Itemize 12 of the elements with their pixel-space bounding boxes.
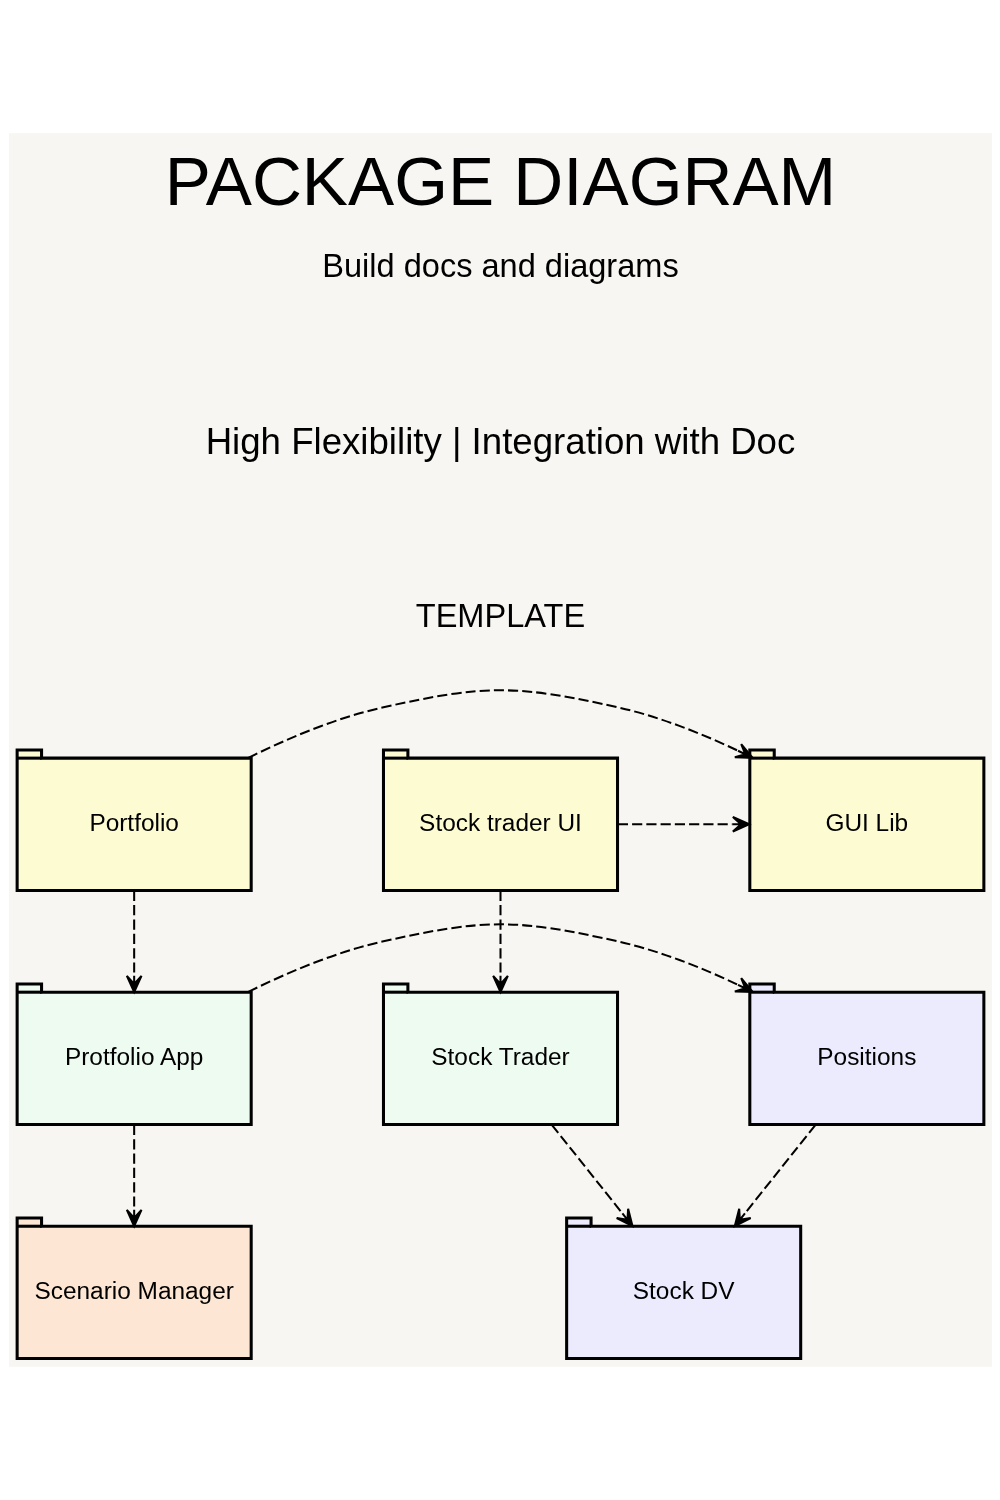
arrow (491, 891, 509, 994)
arrow (247, 689, 754, 759)
arrow (125, 891, 142, 994)
arrow (733, 1124, 816, 1228)
diagram-title: PACKAGE DIAGRAM (164, 141, 836, 220)
arrow (247, 923, 754, 993)
label: High Flexibility | Integration with Doc (205, 420, 795, 462)
arrow (125, 1125, 142, 1228)
label: Build docs and diagrams (321, 248, 679, 285)
label: TEMPLATE (415, 598, 585, 635)
arrow (550, 1124, 634, 1228)
arrow (617, 815, 750, 833)
